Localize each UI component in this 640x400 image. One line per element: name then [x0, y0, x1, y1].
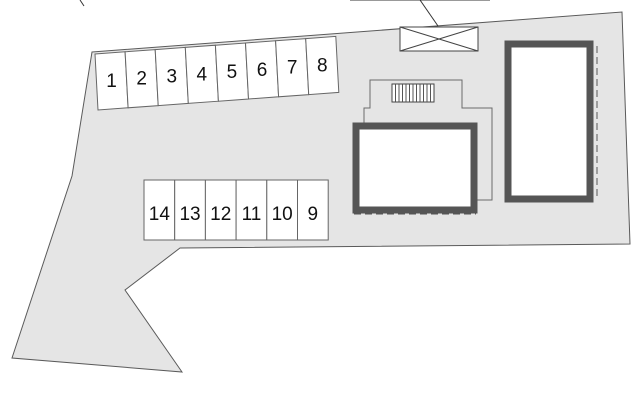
- building-a: [352, 122, 478, 215]
- parking-slot-label: 10: [272, 204, 293, 225]
- parking-slot: [235, 179, 268, 241]
- parking-slot-label: 13: [179, 204, 200, 225]
- parking-row-bottom: 14 13 12 11 10 9: [143, 179, 329, 241]
- parking-slot: [297, 179, 329, 241]
- parking-slot-label: 8: [317, 56, 328, 77]
- access-line-left: [79, 0, 85, 7]
- building-b: [504, 40, 598, 203]
- parking-slot: [143, 179, 176, 241]
- parking-slot-label: 12: [210, 204, 231, 225]
- parking-slot-label: 7: [287, 58, 298, 79]
- parking-slot-label: 4: [197, 64, 208, 85]
- parking-slot: [204, 179, 237, 241]
- parking-slot: [305, 35, 340, 96]
- parking-slot-label: 2: [136, 69, 147, 90]
- parking-slot-label: 3: [166, 67, 177, 88]
- parking-slot-label: 9: [308, 204, 319, 225]
- parking-slot-label: 14: [149, 204, 171, 225]
- parking-slot-label: 5: [227, 62, 238, 83]
- storage-box-icon: [399, 26, 479, 52]
- parking-slot-label: 11: [242, 204, 262, 225]
- parking-slot-label: 1: [106, 71, 117, 92]
- access-line: [419, 0, 439, 27]
- parking-slot-label: 6: [257, 60, 268, 81]
- stairs-icon: [391, 83, 435, 103]
- parking-slot: [174, 179, 206, 241]
